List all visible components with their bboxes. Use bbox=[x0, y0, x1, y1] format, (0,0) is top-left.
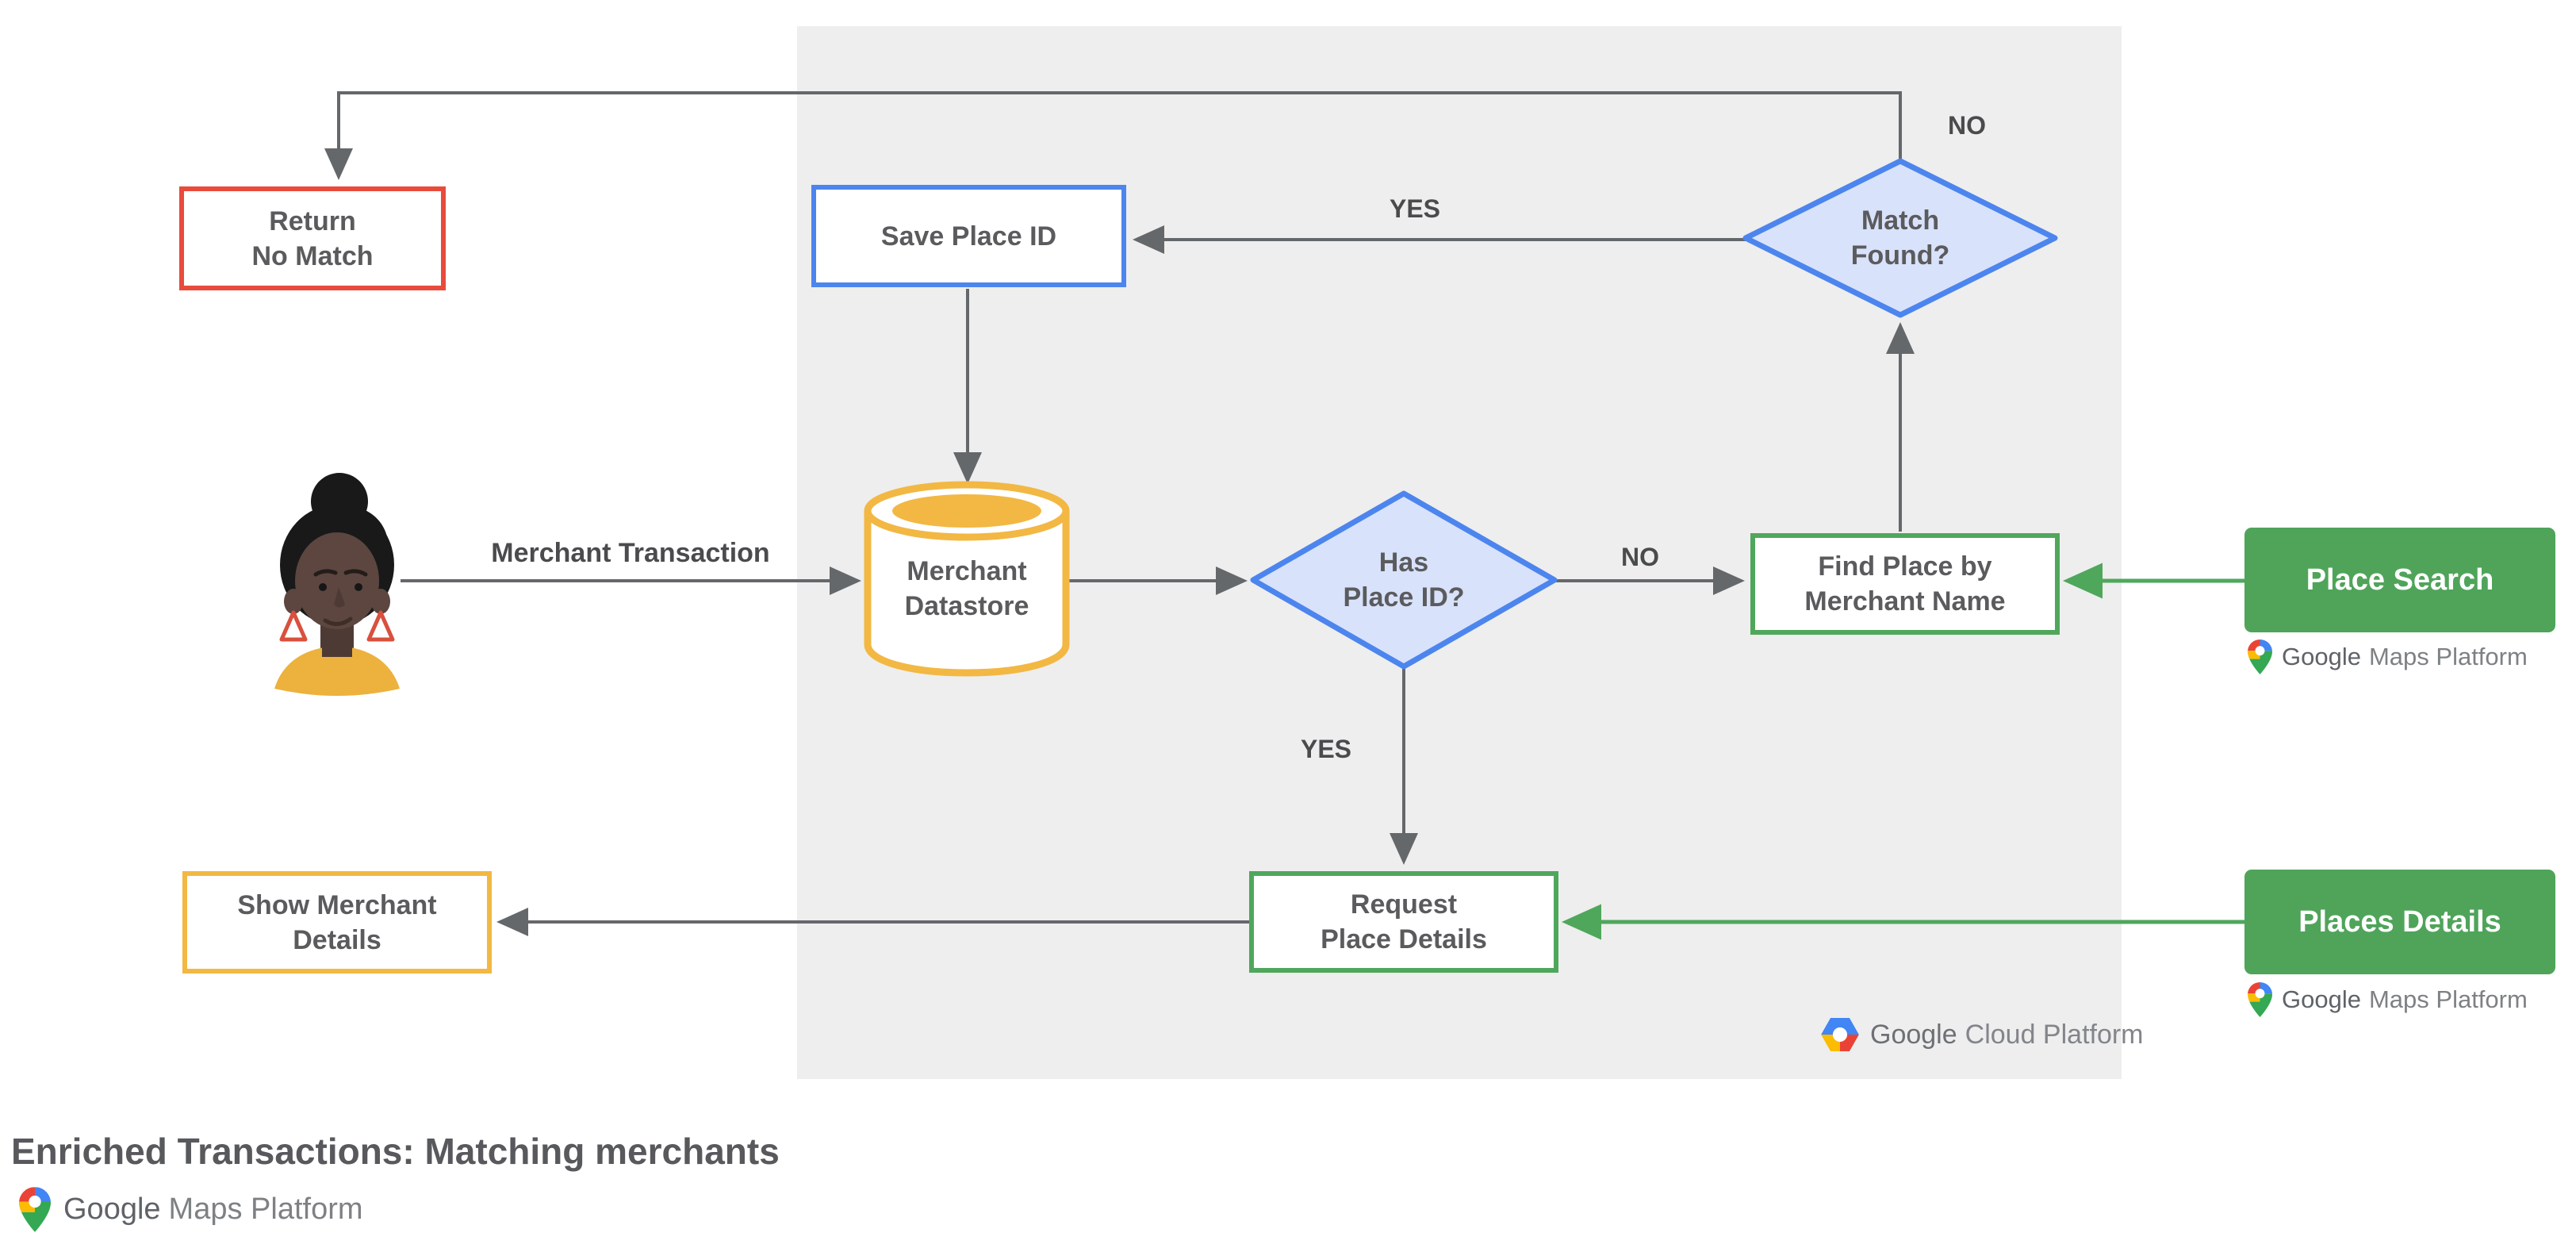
has-place-id-label: Has Place ID? bbox=[1343, 547, 1465, 613]
match-found-no-label: NO bbox=[1948, 111, 1986, 140]
has-place-id-no-label: NO bbox=[1621, 543, 1659, 571]
match-found-label: Match Found? bbox=[1850, 205, 1950, 271]
maps-pin-icon bbox=[2248, 639, 2272, 674]
place-search-api-box: Place Search bbox=[2244, 528, 2555, 632]
save-place-id-box: Save Place ID bbox=[811, 185, 1126, 287]
gcp-hexagon-icon bbox=[1821, 1018, 1859, 1051]
gmp-logo-places-details: Google Maps Platform bbox=[2248, 982, 2528, 1017]
merchant-transaction-label: Merchant Transaction bbox=[491, 538, 770, 568]
maps-pin-icon bbox=[2248, 982, 2272, 1017]
has-place-id-diamond bbox=[1250, 490, 1558, 670]
page-title: Enriched Transactions: Matching merchant… bbox=[11, 1131, 780, 1172]
match-found-diamond bbox=[1742, 158, 2058, 318]
gmp-logo-product: Maps Platform bbox=[168, 1192, 363, 1226]
return-no-match-box: Return No Match bbox=[179, 186, 446, 290]
gmp-logo-product: Maps Platform bbox=[2368, 643, 2528, 670]
show-merchant-details-box: Show Merchant Details bbox=[182, 871, 492, 974]
green-connectors bbox=[1562, 563, 2244, 940]
gmp-logo-brand: Google bbox=[2282, 643, 2361, 670]
gcp-logo-brand: Google bbox=[1870, 1019, 1957, 1050]
gmp-logo-brand: Google bbox=[63, 1192, 161, 1226]
maps-pin-icon bbox=[19, 1187, 51, 1232]
gcp-logo-product: Cloud Platform bbox=[1965, 1019, 2144, 1050]
google-cloud-platform-logo: Google Cloud Platform bbox=[1821, 1018, 2144, 1051]
match-found-yes-label: YES bbox=[1389, 194, 1441, 223]
merchant-datastore-label: Merchant Datastore bbox=[904, 556, 1029, 621]
consumer-avatar bbox=[274, 473, 400, 696]
gmp-logo-place-search: Google Maps Platform bbox=[2248, 639, 2528, 674]
gmp-logo-brand: Google bbox=[2282, 985, 2361, 1013]
places-details-api-box: Places Details bbox=[2244, 870, 2555, 974]
gmp-logo-footer: Google Maps Platform bbox=[19, 1187, 363, 1232]
merchant-datastore-cylinder bbox=[864, 481, 1070, 677]
request-place-details-box: Request Place Details bbox=[1249, 871, 1558, 973]
has-place-id-yes-label: YES bbox=[1300, 735, 1352, 763]
gmp-logo-product: Maps Platform bbox=[2368, 985, 2528, 1013]
edge-matchfound-no-to-return bbox=[324, 91, 1902, 180]
find-place-by-merchant-name-box: Find Place by Merchant Name bbox=[1750, 533, 2060, 635]
gray-connectors bbox=[324, 91, 1915, 936]
